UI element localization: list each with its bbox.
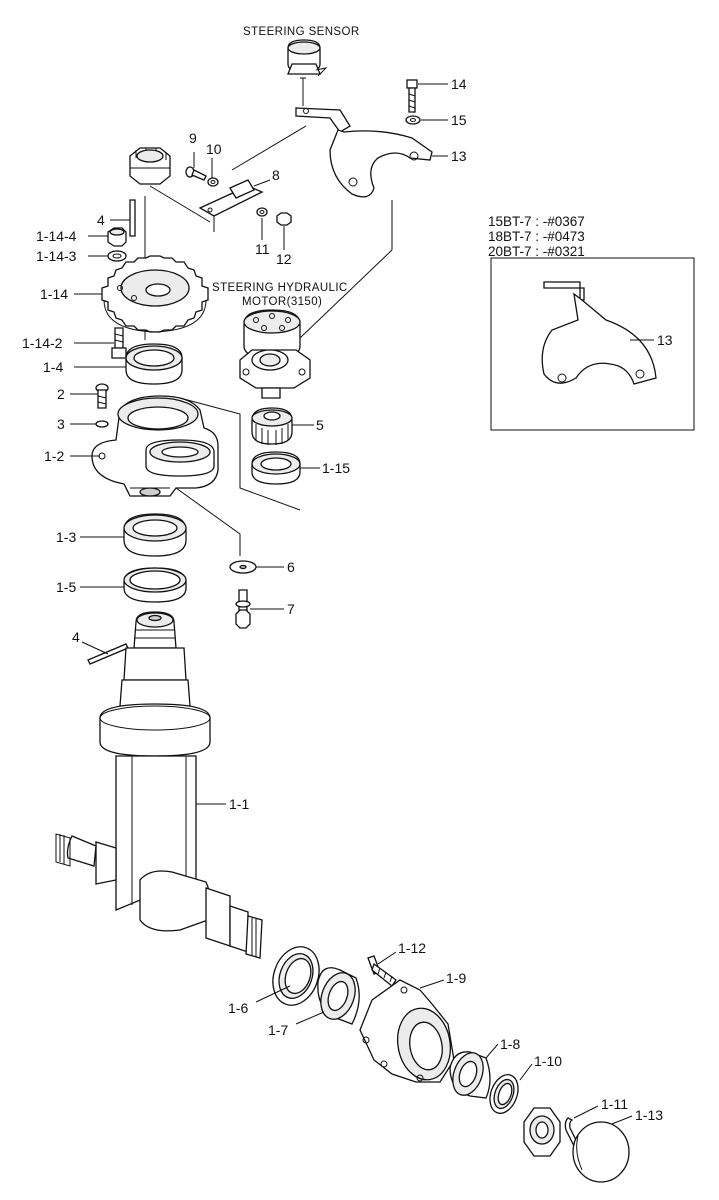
label-13: 13 [451,148,467,164]
label-14: 14 [451,76,467,92]
label-1-8: 1-8 [500,1036,520,1052]
oil-seal-1-6 [272,946,320,1006]
sector-gear-1-14 [101,255,209,333]
sensor-plate-8 [198,179,264,232]
label-1-13: 1-13 [635,1107,663,1123]
hub-bolt-1-12 [367,955,397,987]
bolt-1-14-2 [111,327,127,359]
castle-nut [129,147,171,185]
bearing-1-15 [251,451,301,485]
label-6: 6 [287,559,295,575]
label-1-12: 1-12 [398,940,426,956]
inset-note-20bt: 20BT-7 : -#0321 [488,244,585,259]
label-10: 10 [206,141,222,157]
bolt-2 [95,383,109,409]
hydraulic-motor-title-line1: STEERING HYDRAULIC [212,282,348,294]
label-12: 12 [276,251,292,267]
steering-hydraulic-motor [239,309,311,399]
label-1-14: 1-14 [40,286,68,302]
label-1-14-3: 1-14-3 [36,248,77,264]
wheel-hub-1-9 [359,979,455,1083]
steering-knuckle-1-1 [55,611,263,959]
bolt-7 [235,589,251,629]
label-1-2: 1-2 [44,448,64,464]
nut-1-14-4 [107,227,127,247]
washer-15 [405,115,421,125]
label-1-9: 1-9 [446,970,466,986]
inset-note-15bt: 15BT-7 : -#0367 [488,214,585,229]
pin-4-top [129,199,136,237]
label-1-14-2: 1-14-2 [22,335,63,351]
label-1-15: 1-15 [322,460,350,476]
bolt-14 [406,79,418,113]
washer-10 [207,177,219,187]
steering-sensor [287,39,328,106]
label-15: 15 [451,112,467,128]
label-9: 9 [189,130,197,146]
label-7: 7 [287,601,295,617]
label-1-4: 1-4 [43,359,63,375]
gearbox-housing-1-2 [91,395,219,497]
bearing-1-3 [123,513,187,557]
inset-label-13: 13 [657,332,673,348]
hub-castle-nut [523,1107,561,1157]
nut-12 [276,212,292,226]
hydraulic-motor-title-line2: MOTOR(3150) [242,296,322,308]
label-11: 11 [255,241,270,257]
inset-note-18bt: 18BT-7 : -#0473 [488,229,585,244]
washer-1-14-3 [107,250,127,262]
label-1-6: 1-6 [228,1000,248,1016]
label-4-top: 4 [97,212,105,228]
label-3: 3 [57,416,65,432]
label-2: 2 [57,386,65,402]
bearing-1-4 [125,343,183,385]
inset-box: 15BT-7 : -#0367 18BT-7 : -#0473 20BT-7 :… [488,214,695,431]
label-1-1: 1-1 [229,796,249,812]
label-4-lower: 4 [72,629,80,645]
bearing-1-8 [449,1051,491,1099]
leader-lines [70,83,633,1125]
seal-ring-1-5 [123,567,187,603]
label-8: 8 [272,167,280,183]
label-1-14-4: 1-14-4 [36,228,77,244]
label-5: 5 [316,417,324,433]
label-1-7: 1-7 [268,1022,288,1038]
hub-cap-1-13 [572,1121,630,1183]
washer-11 [256,207,268,217]
label-1-3: 1-3 [56,529,76,545]
bracket-13 [295,107,433,198]
bearing-1-7 [317,967,360,1025]
steering-sensor-title: STEERING SENSOR [243,26,360,38]
label-1-11: 1-11 [601,1096,628,1112]
washer-6 [229,560,257,574]
washer-1-10 [489,1074,519,1114]
part-labels: 14 15 13 9 10 8 4 1-14-4 11 12 1-14-3 1-… [22,76,663,1123]
screw-9 [185,166,207,181]
label-1-10: 1-10 [534,1053,562,1069]
pinion-gear-5 [251,407,293,445]
washer-3 [95,420,109,428]
label-1-5: 1-5 [56,579,76,595]
